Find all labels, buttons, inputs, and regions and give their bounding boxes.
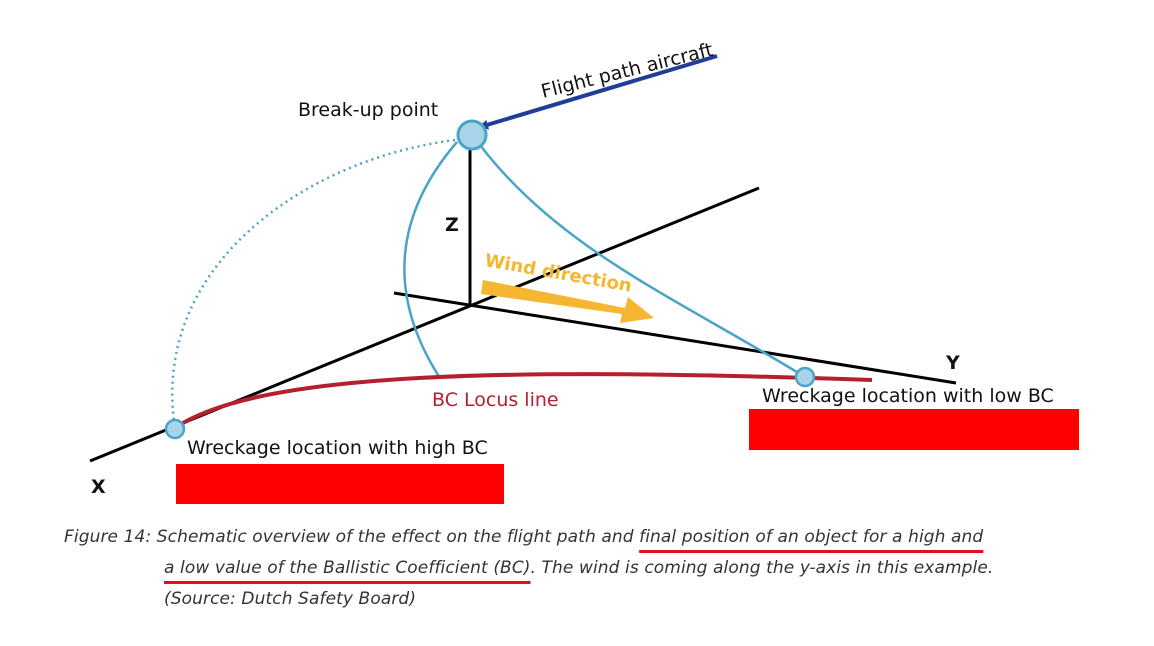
y-axis-line — [393, 291, 957, 385]
bc-locus-line — [173, 372, 873, 430]
wind-direction-arrow — [481, 280, 654, 323]
caption-line-1: Figure 14: Schematic overview of the eff… — [64, 522, 1134, 553]
dotted-arc — [171, 138, 456, 429]
trajectory-high-bc — [403, 141, 458, 379]
break-up-point-marker — [456, 119, 488, 151]
break-up-point-label: Break-up point — [298, 99, 438, 121]
y-axis-label: Y — [945, 352, 960, 374]
flight-path-arrow — [478, 54, 718, 130]
caption-line-1-text: Figure 14: Schematic overview of the eff… — [64, 527, 640, 547]
figure-caption: Figure 14: Schematic overview of the eff… — [64, 522, 1134, 615]
caption-underlined-1: final position of an object for a high a… — [639, 527, 984, 547]
caption-underlined-2: a low value of the Ballistic Coefficient… — [164, 558, 531, 578]
x-axis-label: X — [91, 476, 106, 498]
caption-source: (Source: Dutch Safety Board) — [164, 589, 417, 609]
bc-locus-label: BC Locus line — [432, 389, 559, 411]
caption-line-2: a low value of the Ballistic Coefficient… — [64, 553, 1134, 584]
redaction-box-low — [749, 409, 1079, 450]
high-bc-wreckage-marker — [164, 418, 186, 440]
wreckage-low-bc-label: Wreckage location with low BC — [762, 385, 1054, 407]
z-axis-label: Z — [445, 214, 459, 236]
redaction-box-high — [176, 464, 504, 504]
low-bc-wreckage-marker — [794, 366, 816, 388]
wreckage-high-bc-label: Wreckage location with high BC — [187, 437, 488, 459]
caption-line-2-text: . The wind is coming along the y-axis in… — [530, 558, 994, 578]
trajectory-low-bc — [479, 144, 806, 379]
flight-path-label: Flight path aircraft — [539, 39, 715, 103]
